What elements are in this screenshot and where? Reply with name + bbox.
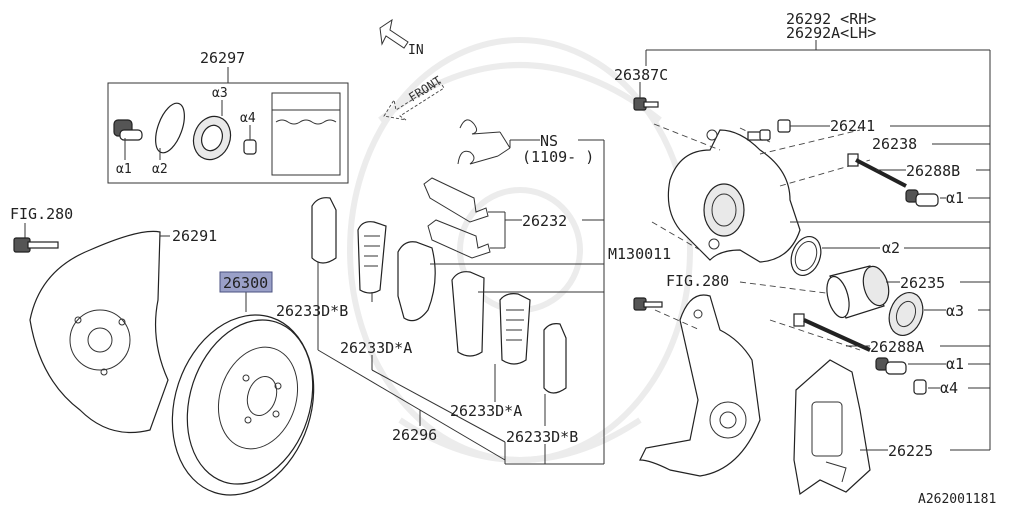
clip-26232-label: 26232 bbox=[522, 212, 567, 230]
assembly-bracket bbox=[645, 40, 991, 450]
piston-26235[interactable]: 26235 bbox=[823, 264, 990, 320]
caliper-body-26292[interactable] bbox=[667, 129, 801, 263]
kit-a1-label: α1 bbox=[116, 162, 132, 177]
piston-26235-label: 26235 bbox=[900, 274, 945, 292]
kit-cap-a4-icon bbox=[243, 139, 257, 155]
kit-26297[interactable]: α1 α2 α3 α4 26297 bbox=[107, 49, 349, 184]
kit-26297-label: 26297 bbox=[200, 49, 245, 67]
steering-knuckle bbox=[639, 294, 761, 477]
dir-in-label: IN bbox=[408, 43, 424, 58]
pad-shim-2 bbox=[543, 323, 567, 394]
fig280-left-label[interactable]: FIG.280 bbox=[10, 205, 73, 223]
support-26225-label: 26225 bbox=[888, 442, 933, 460]
kit-a3-label: α3 bbox=[212, 86, 228, 101]
pad-clip-26232[interactable]: 26232 bbox=[423, 177, 604, 259]
pad-set-26296-label: 26296 bbox=[392, 426, 437, 444]
bleeder-26241-label: 26241 bbox=[830, 117, 875, 135]
asm-lh-label[interactable]: 26292A<LH> bbox=[786, 24, 876, 42]
pad-set-26296[interactable]: 26233D*B 26233D*A 26296 26233D*A 26233D*… bbox=[276, 197, 578, 465]
pin-26288b-label: 26288B bbox=[906, 162, 960, 180]
pad-d-b-1-label: 26233D*B bbox=[276, 302, 348, 320]
pin-boot-a1-bottom[interactable]: α1 bbox=[875, 355, 990, 375]
pad-4 bbox=[499, 293, 531, 365]
pad-d-b-2-label: 26233D*B bbox=[506, 428, 578, 446]
pin-26288a-label: 26288A bbox=[870, 338, 924, 356]
bleeder-cap-a4[interactable]: α4 bbox=[913, 379, 990, 397]
pad-spring-ns[interactable]: NS (1109- ) bbox=[457, 119, 594, 166]
boot-a3-label: α3 bbox=[946, 302, 964, 320]
piston-boot-a3[interactable]: α3 bbox=[883, 288, 990, 340]
kit-seal-a2-icon bbox=[155, 102, 185, 154]
pad-1 bbox=[357, 221, 387, 294]
rotor-highlight-badge bbox=[219, 271, 273, 293]
kit-a2-label: α2 bbox=[152, 162, 168, 177]
pad-d-a-2-label: 26233D*A bbox=[450, 402, 522, 420]
back-cover-26291[interactable]: 26291 bbox=[29, 227, 217, 434]
boot-a1-top-label: α1 bbox=[946, 189, 964, 207]
seal-a2-label: α2 bbox=[882, 239, 900, 257]
cover-26291-label: 26291 bbox=[172, 227, 217, 245]
pin-26238-label[interactable]: 26238 bbox=[872, 135, 917, 153]
direction-in-arrow: IN bbox=[379, 18, 424, 58]
asm-rh-label[interactable]: 26292 <RH> bbox=[786, 10, 876, 28]
caliper-support-26225[interactable]: 26225 bbox=[793, 359, 990, 496]
piston-seal-a2[interactable]: α2 bbox=[786, 232, 990, 279]
bolt-26387c-label: 26387C bbox=[614, 66, 668, 84]
cap-a4-label: α4 bbox=[940, 379, 958, 397]
kit-a4-label: α4 bbox=[240, 111, 256, 126]
guide-pin-26288a[interactable]: 26288A bbox=[793, 313, 990, 356]
caliper-bolt-26387c[interactable]: 26387C bbox=[614, 66, 668, 111]
rotor-26300[interactable]: 26300 bbox=[150, 271, 336, 512]
kit-grease-card-icon bbox=[271, 92, 341, 176]
pad-2 bbox=[397, 241, 436, 322]
kit-boot-a1-icon bbox=[113, 119, 143, 141]
diagram-ref-code: A262001181 bbox=[918, 492, 996, 507]
kit-boot-a3-icon bbox=[192, 115, 232, 161]
cover-bolt-icon bbox=[13, 237, 59, 253]
pad-shim-1 bbox=[311, 197, 337, 264]
fig280-right-label[interactable]: FIG.280 bbox=[666, 272, 729, 290]
bolt-m130011-label[interactable]: M130011 bbox=[608, 245, 671, 263]
guide-pin-26288b[interactable]: 26288B bbox=[847, 153, 990, 188]
ns-date-label: (1109- ) bbox=[522, 148, 594, 166]
bleeder-26241[interactable]: 26241 bbox=[747, 117, 990, 141]
ns-label: NS bbox=[540, 132, 558, 150]
support-bolt-icon bbox=[633, 297, 663, 311]
rotor-26300-label: 26300 bbox=[223, 274, 268, 292]
boot-a1-bottom-label: α1 bbox=[946, 355, 964, 373]
pad-3 bbox=[451, 271, 485, 357]
pin-boot-a1-top[interactable]: α1 bbox=[905, 189, 990, 207]
pad-d-a-1-label: 26233D*A bbox=[340, 339, 412, 357]
